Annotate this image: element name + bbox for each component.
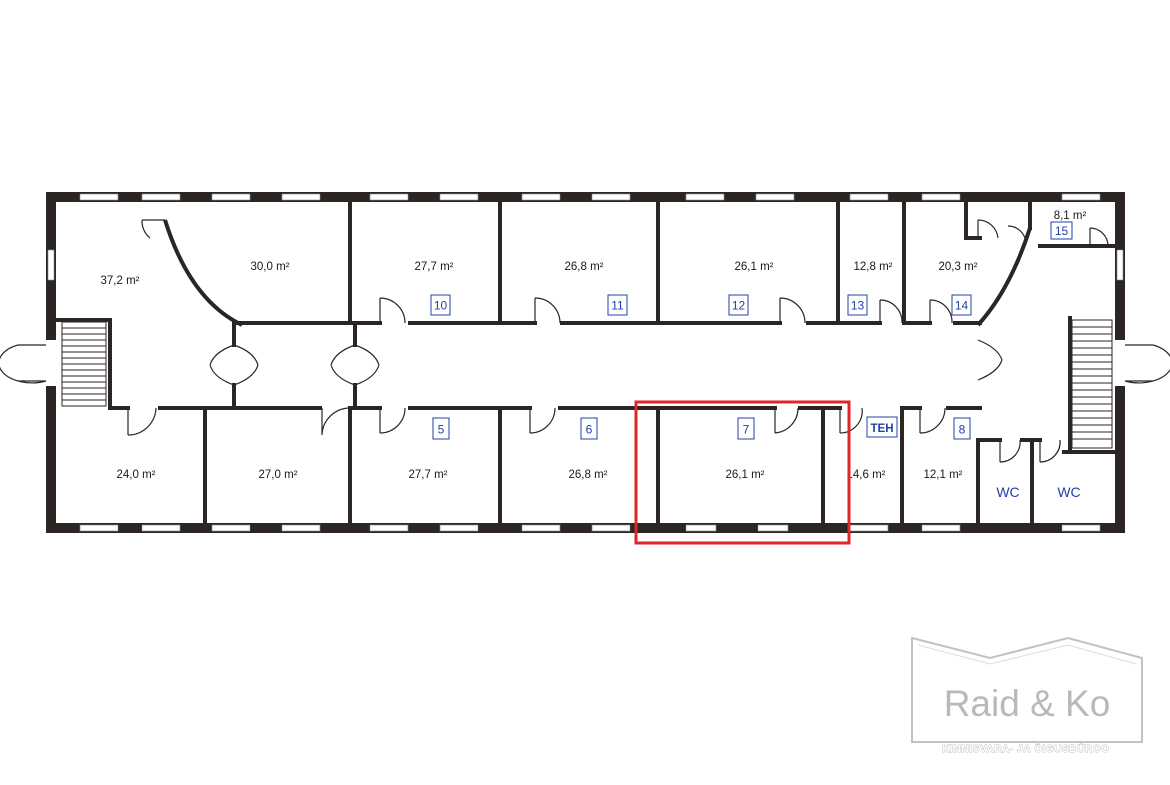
room-number-boxes	[430, 221, 1073, 440]
left-entrance-door	[0, 344, 47, 384]
room-area-37-2: 37,2 m²	[101, 275, 140, 287]
room-number-11: 11	[611, 299, 624, 313]
staircase-right	[1071, 319, 1113, 449]
windows	[47, 193, 1124, 532]
wc-label-left: WC	[996, 484, 1019, 500]
room-number-7: 7	[743, 423, 750, 437]
room-area-30-0: 30,0 m²	[251, 261, 290, 273]
room-number-15: 15	[1055, 224, 1069, 238]
corridor-doors	[209, 339, 1003, 386]
room-numbers: 10 11 12 13 14 15 5 6 7 TEH 8 WC WC	[434, 224, 1081, 500]
outer-wall-bottom	[46, 523, 1125, 533]
room-7-area: 26,1 m²	[726, 469, 765, 481]
room-5-area: 27,7 m²	[409, 469, 448, 481]
room-number-12: 12	[732, 299, 746, 313]
room-14-area: 20,3 m²	[939, 261, 978, 273]
room-number-teh: TEH	[871, 423, 894, 435]
room-12-area: 26,1 m²	[735, 261, 774, 273]
logo-frame	[911, 636, 1143, 743]
room-15-area: 8,1 m²	[1054, 210, 1087, 222]
wc-label-right: WC	[1057, 484, 1080, 500]
raid-ko-logo: Raid & Ko KINNISVARA- JA ÕIGUSBÜROO	[911, 636, 1143, 755]
right-entrance-door	[1124, 344, 1170, 384]
room-number-10: 10	[434, 299, 448, 313]
outer-wall-top	[46, 192, 1125, 202]
room-number-14: 14	[955, 299, 969, 313]
room-area-24-0: 24,0 m²	[117, 469, 156, 481]
room-number-6: 6	[586, 423, 593, 437]
logo-tagline: KINNISVARA- JA ÕIGUSBÜROO	[942, 742, 1109, 755]
room-number-8: 8	[959, 423, 966, 437]
room-8-area: 12,1 m²	[924, 469, 963, 481]
interior-walls	[54, 200, 1117, 525]
room-area-27-0: 27,0 m²	[259, 469, 298, 481]
room-teh-area: 14,6 m²	[847, 469, 886, 481]
room-number-13: 13	[851, 299, 865, 313]
room-number-5: 5	[438, 423, 445, 437]
room-10-area: 27,7 m²	[415, 261, 454, 273]
room-6-area: 26,8 m²	[569, 469, 608, 481]
exterior-walls	[46, 192, 1125, 533]
room-13-area: 12,8 m²	[854, 261, 893, 273]
room-11-area: 26,8 m²	[565, 261, 604, 273]
room-areas: 37,2 m² 30,0 m² 27,7 m² 26,8 m² 26,1 m² …	[101, 210, 1087, 481]
room-doors	[127, 219, 1109, 463]
staircase-left	[61, 321, 107, 407]
room-7-highlight	[634, 400, 851, 545]
logo-name: Raid & Ko	[944, 683, 1111, 724]
entrance-doors	[0, 340, 1170, 386]
